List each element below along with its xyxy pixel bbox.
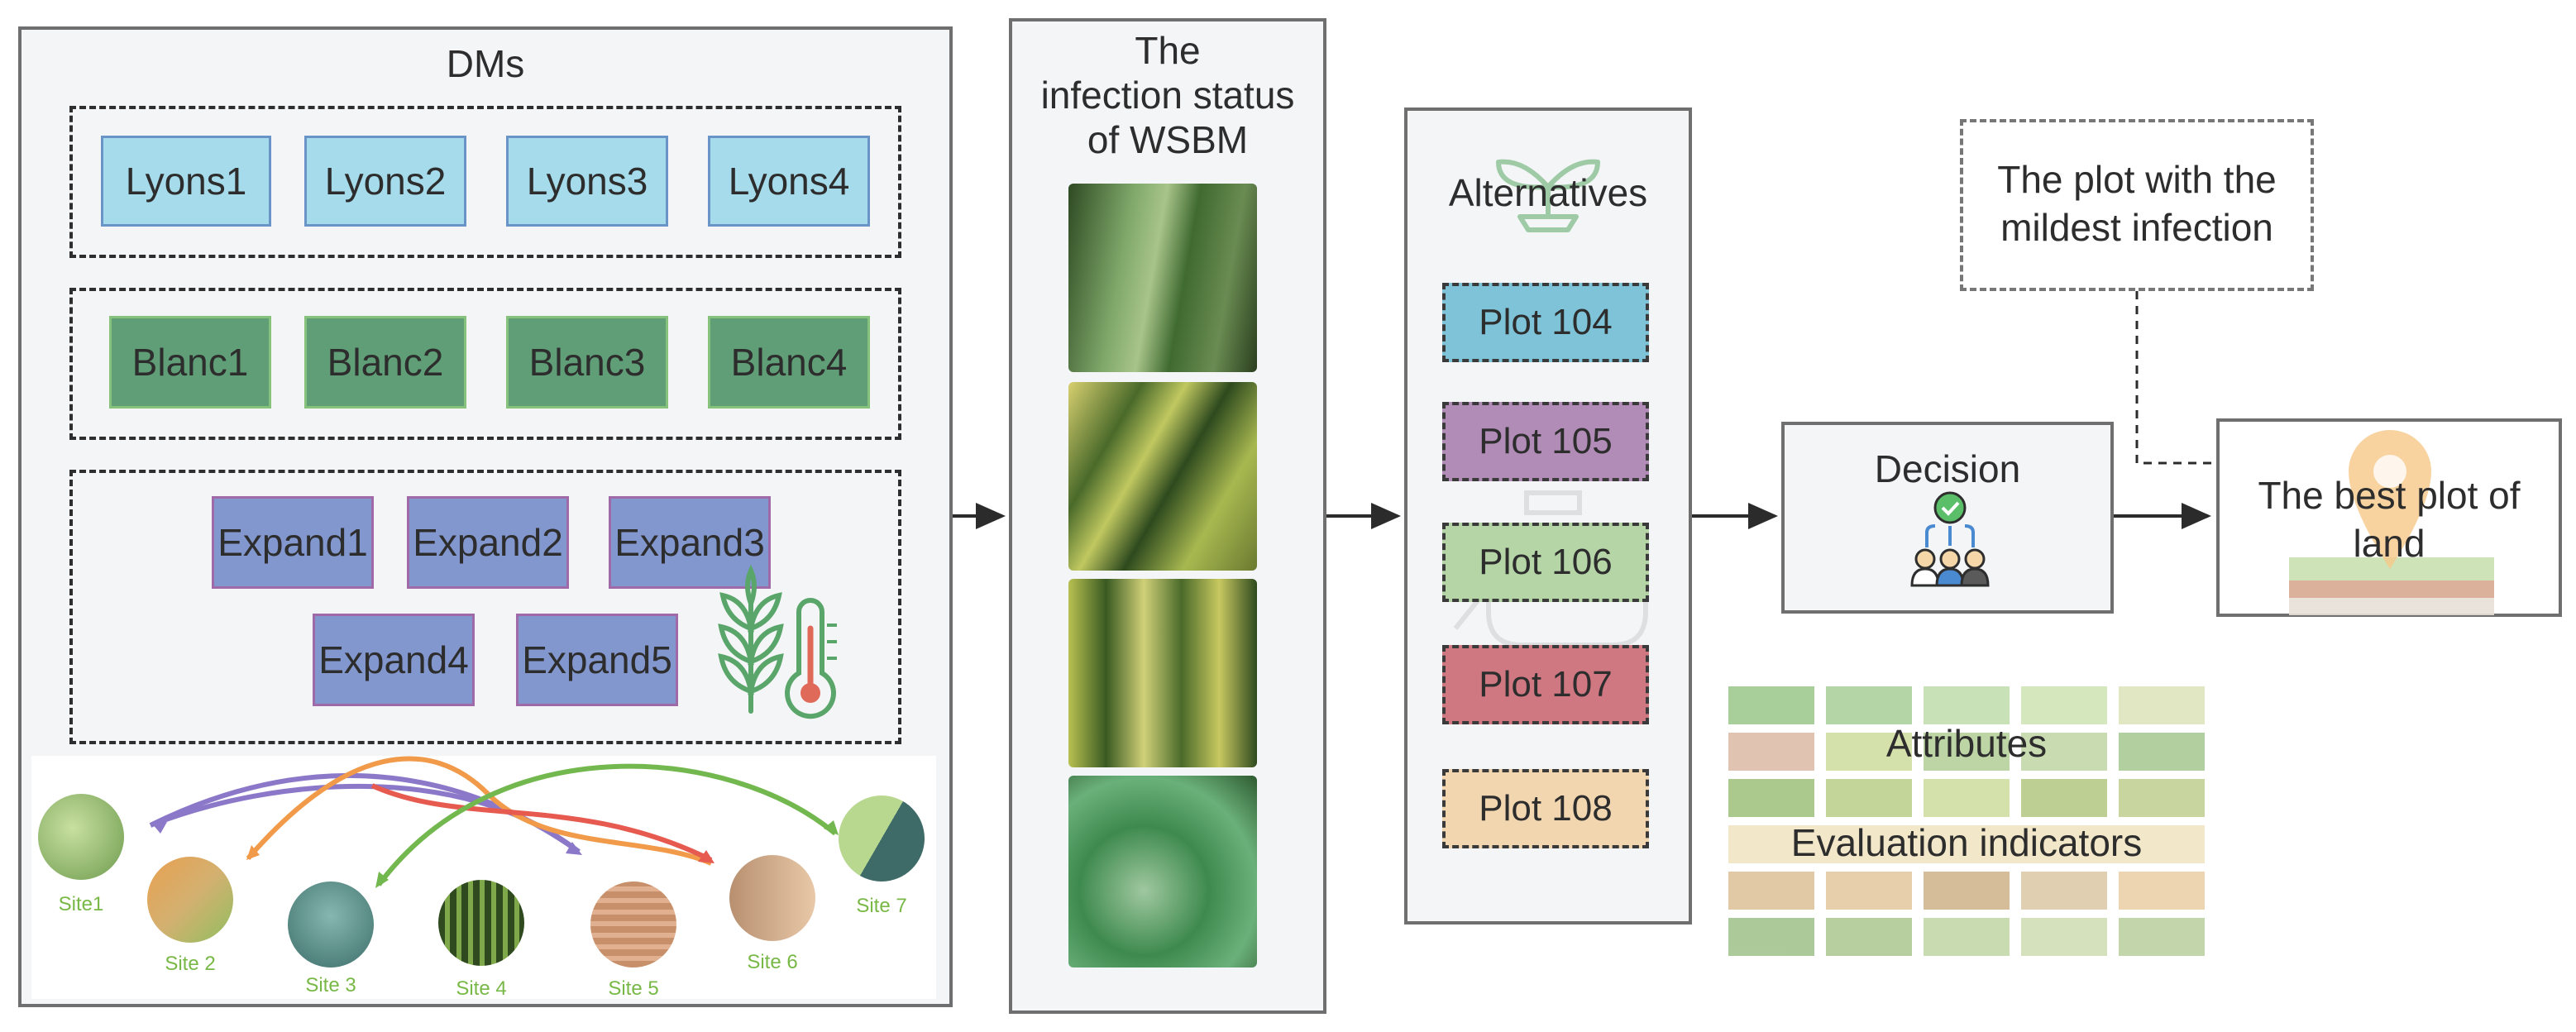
- expand-group: [69, 470, 901, 744]
- wsbm-photo-1: [1068, 184, 1257, 372]
- dm-lyons3: Lyons3: [506, 136, 668, 227]
- alternatives-title: Alternatives: [1448, 171, 1648, 214]
- site-label-5: Site 5: [608, 977, 659, 1000]
- plot-107: Plot 107: [1442, 645, 1649, 724]
- attributes-title: Attributes: [1885, 722, 2048, 765]
- site-label-2: Site 2: [165, 953, 216, 975]
- dm-blanc2: Blanc2: [304, 316, 466, 408]
- dm-blanc1: Blanc1: [109, 316, 271, 408]
- dm-blanc4: Blanc4: [708, 316, 870, 408]
- mildest-infection-title: The plot with the mildest infection: [1960, 155, 2314, 251]
- dm-lyons2: Lyons2: [304, 136, 466, 227]
- infection-title-line-1: The: [1135, 29, 1201, 72]
- dm-expand4: Expand4: [313, 614, 475, 706]
- mildest-infection-box: [1960, 119, 2314, 291]
- site-thumb-7: [839, 796, 925, 882]
- site-thumb-2: [147, 857, 233, 943]
- mildest-title-line-1: The plot with the: [1997, 158, 2277, 201]
- site-thumb-3: [288, 882, 374, 967]
- wsbm-photo-2: [1068, 382, 1257, 571]
- lyons-group: [69, 106, 901, 258]
- site-thumb-1: [38, 794, 124, 880]
- plot-105: Plot 105: [1442, 402, 1649, 481]
- infection-title-line-3: of WSBM: [1087, 118, 1249, 161]
- mildest-title-line-2: mildest infection: [2000, 206, 2273, 249]
- site-thumb-5: [590, 882, 676, 967]
- dm-expand2: Expand2: [407, 496, 569, 589]
- infection-title: The infection status of WSBM: [1009, 28, 1326, 162]
- evaluation-indicators-title: Evaluation indicators: [1790, 821, 2143, 864]
- site-label-4: Site 4: [456, 977, 507, 1000]
- plot-104: Plot 104: [1442, 283, 1649, 362]
- dashed-link-mildest-to-best: [2135, 291, 2216, 465]
- wsbm-photo-3: [1068, 579, 1257, 767]
- site-thumb-6: [729, 855, 815, 941]
- site-label-6: Site 6: [747, 951, 798, 973]
- infection-title-line-2: infection status: [1040, 74, 1295, 117]
- blanc-group: [69, 288, 901, 440]
- best-plot-title-line-2: land: [2353, 522, 2425, 565]
- attributes-grid: [1728, 686, 2205, 958]
- site-label-7: Site 7: [856, 895, 907, 917]
- plot-108: Plot 108: [1442, 769, 1649, 848]
- best-plot-title: The best plot of land: [2216, 471, 2562, 567]
- dm-expand5: Expand5: [516, 614, 678, 706]
- dm-lyons1: Lyons1: [101, 136, 271, 227]
- dm-expand1: Expand1: [212, 496, 374, 589]
- site-thumb-4: [438, 880, 524, 966]
- site-label-1: Site1: [58, 893, 104, 915]
- plot-106: Plot 106: [1442, 523, 1649, 602]
- dm-blanc3: Blanc3: [506, 316, 668, 408]
- dm-lyons4: Lyons4: [708, 136, 870, 227]
- wsbm-photo-4: [1068, 776, 1257, 967]
- dm-expand3: Expand3: [609, 496, 771, 589]
- dms-title: DMs: [446, 42, 525, 85]
- decision-title: Decision: [1874, 447, 2021, 490]
- site-label-3: Site 3: [305, 974, 356, 996]
- best-plot-title-line-1: The best plot of: [2258, 474, 2521, 517]
